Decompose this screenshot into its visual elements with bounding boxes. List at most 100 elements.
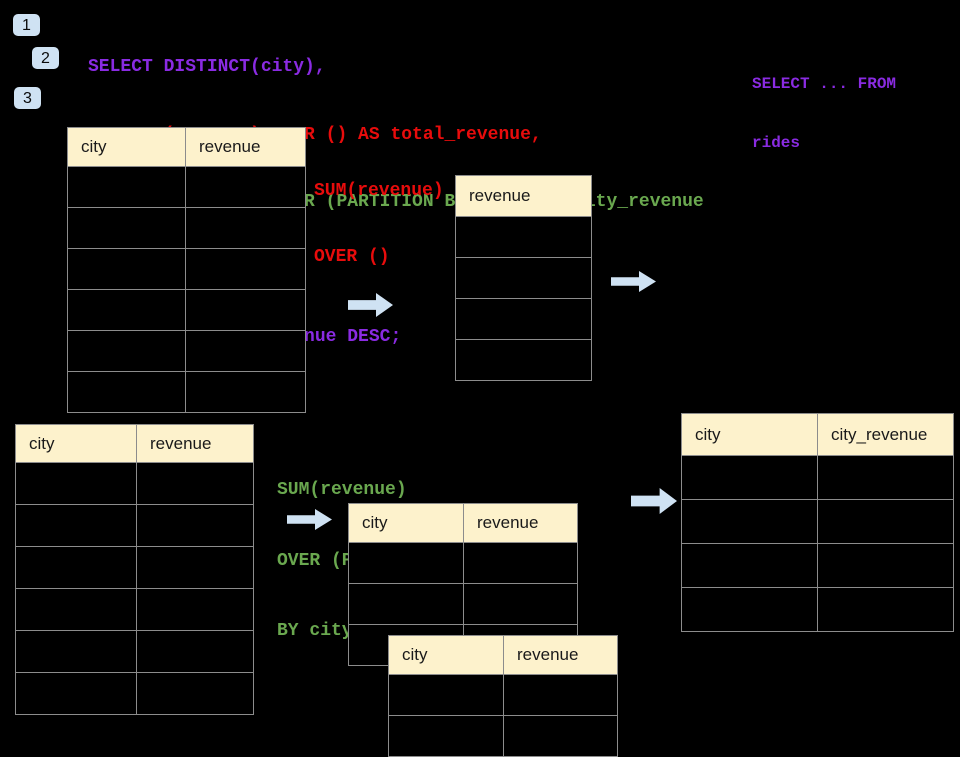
empty-cell bbox=[15, 630, 137, 673]
empty-cell bbox=[348, 583, 464, 625]
flow-arrow-2-icon bbox=[611, 271, 656, 292]
side-note-select-from-rides: SELECT ... FROM rides bbox=[752, 36, 896, 173]
empty-cell bbox=[463, 542, 578, 584]
annotation-line: OVER () bbox=[314, 247, 390, 267]
table-row bbox=[348, 542, 578, 584]
empty-cell bbox=[136, 588, 254, 631]
empty-cell bbox=[681, 499, 818, 544]
flow-arrow-1-icon bbox=[348, 293, 393, 317]
table-row bbox=[67, 330, 306, 372]
flow-arrow-3-icon bbox=[287, 509, 332, 530]
table-row bbox=[348, 583, 578, 625]
empty-cell bbox=[67, 330, 186, 372]
table-row bbox=[455, 298, 592, 340]
annotation-line: SUM(revenue) bbox=[314, 181, 444, 201]
annotation-sum-over-total: SUM(revenue) OVER () bbox=[314, 136, 444, 290]
table-row bbox=[67, 207, 306, 249]
empty-cell bbox=[185, 248, 306, 290]
table-row bbox=[67, 248, 306, 290]
table-row bbox=[15, 504, 254, 547]
empty-cell bbox=[136, 546, 254, 589]
table-source-total: city revenue bbox=[67, 127, 306, 413]
empty-cell bbox=[455, 216, 592, 258]
step-badge-2: 2 bbox=[31, 46, 60, 70]
empty-cell bbox=[15, 462, 137, 505]
empty-cell bbox=[817, 543, 954, 588]
empty-cell bbox=[817, 455, 954, 500]
table-row bbox=[15, 546, 254, 589]
column-header-city: city bbox=[388, 635, 504, 675]
table-row bbox=[681, 499, 954, 544]
table-row bbox=[388, 674, 618, 716]
empty-cell bbox=[67, 207, 186, 249]
empty-cell bbox=[817, 499, 954, 544]
empty-cell bbox=[455, 298, 592, 340]
empty-cell bbox=[455, 339, 592, 381]
empty-cell bbox=[503, 715, 618, 757]
table-row bbox=[455, 216, 592, 258]
table-row bbox=[455, 257, 592, 299]
slide-canvas: { "badges": [ {"label": "1"}, {"label": … bbox=[12, 13, 954, 757]
empty-cell bbox=[681, 587, 818, 632]
table-row bbox=[455, 339, 592, 381]
empty-cell bbox=[681, 543, 818, 588]
table-row bbox=[681, 543, 954, 588]
step-badge-3: 3 bbox=[13, 86, 42, 110]
empty-cell bbox=[455, 257, 592, 299]
side-note-line-1: SELECT ... FROM bbox=[752, 75, 897, 93]
empty-cell bbox=[681, 455, 818, 500]
table-source-partition: city revenue bbox=[15, 424, 254, 715]
table-row bbox=[15, 588, 254, 631]
table-header-row: city revenue bbox=[348, 503, 578, 543]
table-row bbox=[15, 630, 254, 673]
column-header-city: city bbox=[348, 503, 464, 543]
sql-line-select: SELECT DISTINCT(city), bbox=[88, 57, 326, 77]
column-header-city: city bbox=[681, 413, 818, 456]
empty-cell bbox=[67, 166, 186, 208]
column-header-city-revenue: city_revenue bbox=[817, 413, 954, 456]
empty-cell bbox=[67, 289, 186, 331]
empty-cell bbox=[388, 715, 504, 757]
column-header-city: city bbox=[15, 424, 137, 463]
column-header-revenue: revenue bbox=[455, 175, 592, 217]
empty-cell bbox=[185, 289, 306, 331]
table-row bbox=[388, 715, 618, 757]
empty-cell bbox=[67, 371, 186, 413]
empty-cell bbox=[185, 207, 306, 249]
table-header-row: city revenue bbox=[67, 127, 306, 167]
empty-cell bbox=[817, 587, 954, 632]
table-result-city-revenue: city city_revenue bbox=[681, 413, 954, 632]
table-row bbox=[67, 371, 306, 413]
flow-arrow-4-icon bbox=[631, 488, 677, 514]
empty-cell bbox=[136, 672, 254, 715]
annotation-line: SUM(revenue) bbox=[277, 480, 407, 500]
table-partition-group-2: city revenue bbox=[388, 635, 618, 757]
empty-cell bbox=[15, 504, 137, 547]
step-badge-1: 1 bbox=[12, 13, 41, 37]
empty-cell bbox=[15, 588, 137, 631]
empty-cell bbox=[15, 546, 137, 589]
table-row bbox=[67, 289, 306, 331]
side-note-line-2: rides bbox=[752, 133, 801, 152]
empty-cell bbox=[136, 630, 254, 673]
empty-cell bbox=[67, 248, 186, 290]
table-row bbox=[681, 455, 954, 500]
empty-cell bbox=[503, 674, 618, 716]
table-header-row: city revenue bbox=[15, 424, 254, 463]
column-header-city: city bbox=[67, 127, 186, 167]
table-row bbox=[15, 462, 254, 505]
table-header-row: city city_revenue bbox=[681, 413, 954, 456]
table-row bbox=[681, 587, 954, 632]
column-header-revenue: revenue bbox=[185, 127, 306, 167]
column-header-revenue: revenue bbox=[503, 635, 618, 675]
empty-cell bbox=[185, 330, 306, 372]
table-header-row: city revenue bbox=[388, 635, 618, 675]
empty-cell bbox=[185, 166, 306, 208]
empty-cell bbox=[348, 542, 464, 584]
empty-cell bbox=[463, 583, 578, 625]
table-row bbox=[15, 672, 254, 715]
column-header-revenue: revenue bbox=[463, 503, 578, 543]
table-revenue-only: revenue bbox=[455, 175, 592, 381]
empty-cell bbox=[15, 672, 137, 715]
empty-cell bbox=[136, 462, 254, 505]
